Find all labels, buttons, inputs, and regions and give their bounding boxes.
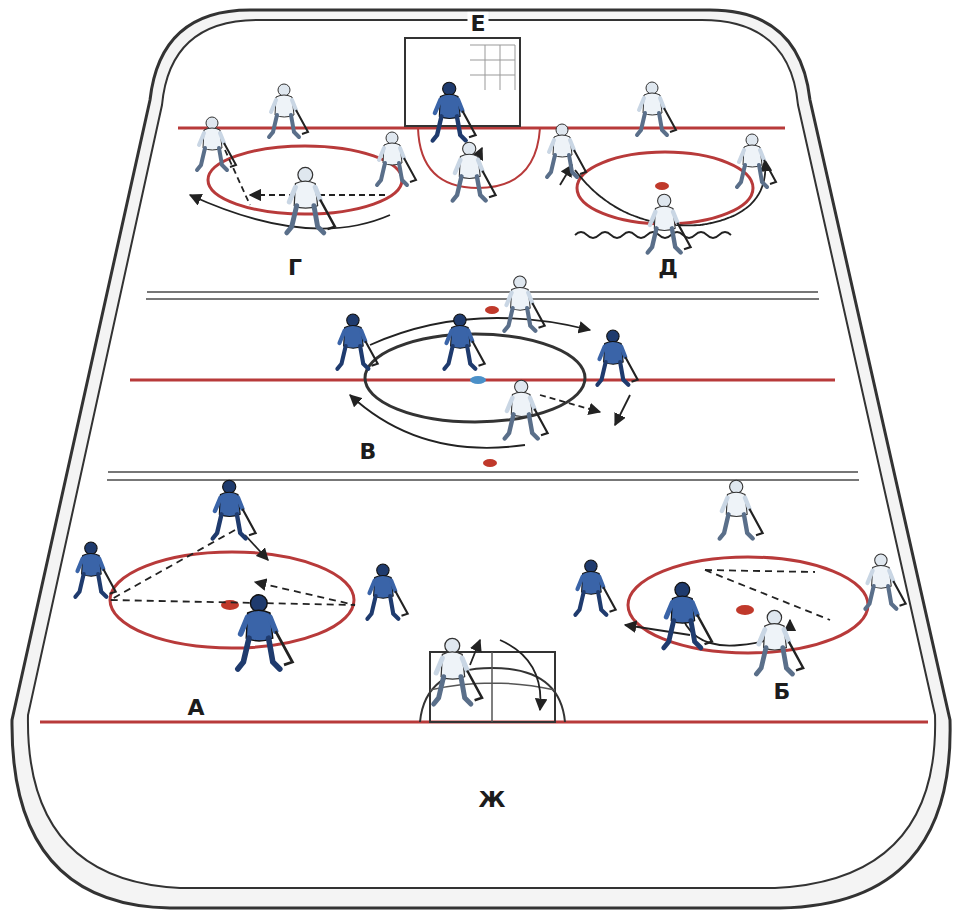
center-dot	[470, 376, 486, 384]
pass-line	[705, 570, 830, 620]
player	[597, 330, 637, 385]
movement-arrows	[110, 148, 830, 710]
blue-line	[107, 479, 859, 481]
movement-arrow	[500, 640, 541, 710]
rink-board-inner	[28, 20, 935, 888]
player	[547, 124, 586, 177]
player	[720, 480, 763, 538]
players	[75, 82, 905, 704]
goalkeeper	[433, 82, 476, 140]
player	[269, 84, 308, 137]
player	[756, 610, 803, 674]
pass-line	[705, 570, 815, 572]
faceoff-dot	[736, 605, 754, 615]
player	[377, 132, 416, 185]
zone-letter: Г	[285, 256, 305, 280]
faceoff-dot	[485, 306, 499, 314]
goal-net	[470, 45, 515, 90]
player	[737, 134, 776, 187]
player	[504, 276, 544, 331]
faceoff-circle	[110, 552, 354, 648]
player	[575, 560, 615, 615]
blue-line	[107, 292, 859, 480]
blue-line	[147, 291, 818, 293]
player	[444, 314, 484, 369]
zone-letter: Е	[467, 12, 488, 36]
pass-line	[245, 535, 268, 560]
faceoff-circle	[628, 557, 868, 653]
goalkeeper	[434, 638, 482, 704]
pass-line	[540, 395, 600, 412]
goal-net	[405, 38, 555, 722]
rink-board-outer	[12, 10, 950, 908]
zone-letter: Д	[655, 256, 681, 280]
player	[648, 194, 691, 252]
player	[505, 380, 548, 438]
faceoff-dot	[483, 459, 497, 467]
blue-line	[146, 298, 819, 300]
player	[337, 314, 377, 369]
player	[287, 167, 335, 232]
player	[238, 595, 293, 669]
movement-arrow	[470, 640, 480, 665]
movement-arrow	[370, 318, 590, 345]
player	[865, 554, 905, 609]
player	[637, 82, 676, 135]
player	[75, 542, 115, 597]
movement-arrow	[625, 625, 690, 635]
zone-letter: Ж	[476, 788, 509, 812]
player	[213, 480, 256, 538]
zone-letter: А	[184, 696, 207, 720]
player	[664, 582, 712, 647]
zone-letter: Б	[771, 680, 794, 704]
blue-line	[108, 471, 858, 473]
zone-letter: В	[357, 440, 380, 464]
pass-line	[110, 530, 355, 605]
player	[367, 564, 407, 619]
player	[197, 117, 236, 170]
player	[453, 142, 496, 200]
pass-line	[225, 150, 250, 205]
faceoff-dot	[655, 182, 669, 190]
movement-arrow	[615, 395, 630, 425]
